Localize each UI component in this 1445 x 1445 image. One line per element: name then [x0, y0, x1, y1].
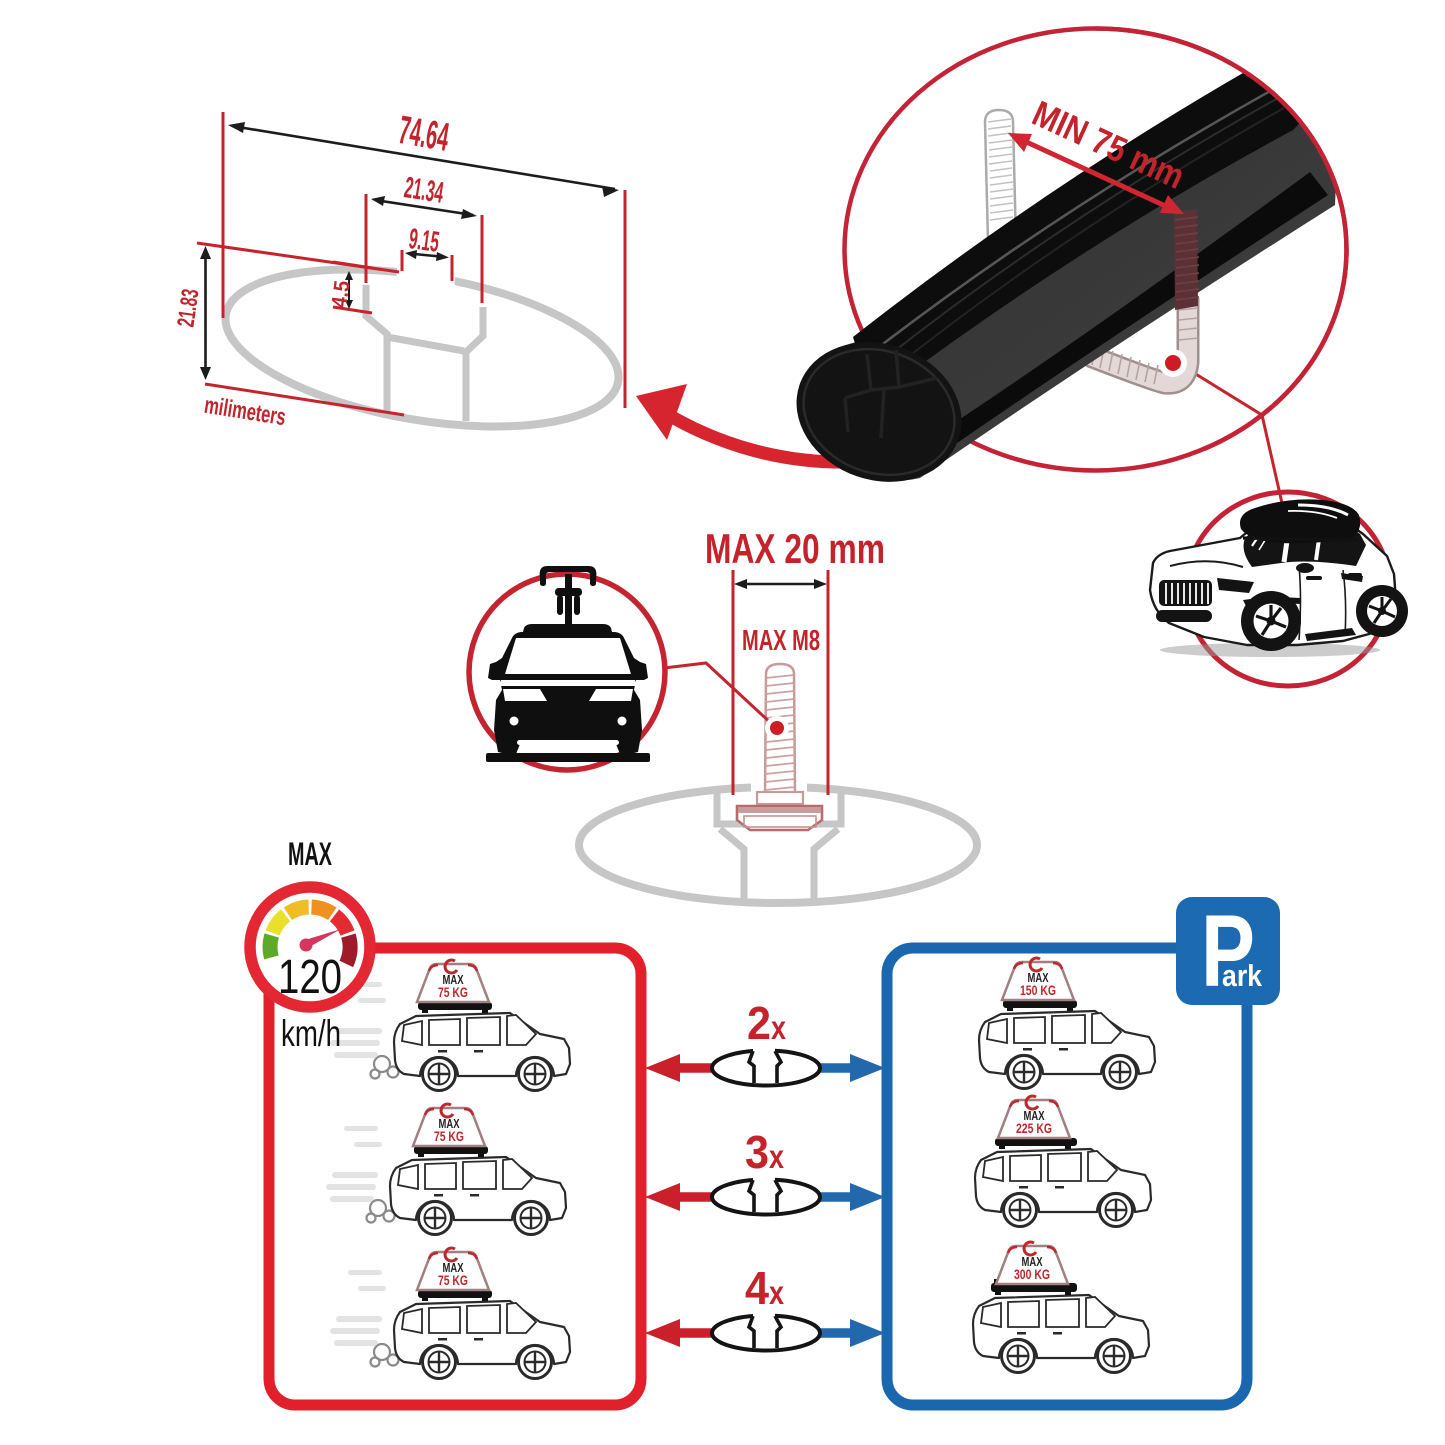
- svg-text:3: 3: [745, 1126, 769, 1178]
- svg-text:MAX: MAX: [288, 836, 332, 872]
- svg-text:9.15: 9.15: [407, 223, 441, 259]
- svg-text:21.83: 21.83: [172, 287, 204, 328]
- svg-text:ark: ark: [1222, 958, 1263, 993]
- svg-text:MAX M8: MAX M8: [742, 625, 820, 657]
- svg-text:4: 4: [745, 1262, 769, 1314]
- svg-text:21.34: 21.34: [402, 171, 446, 210]
- svg-text:2: 2: [747, 997, 771, 1049]
- svg-text:74.64: 74.64: [396, 108, 453, 160]
- svg-text:x: x: [769, 1138, 785, 1175]
- svg-text:MAX: MAX: [443, 973, 464, 987]
- svg-text:MAX: MAX: [1022, 1255, 1043, 1269]
- svg-text:75 KG: 75 KG: [434, 1128, 464, 1144]
- svg-text:km/h: km/h: [281, 1013, 341, 1054]
- svg-text:x: x: [769, 1274, 785, 1311]
- svg-text:P: P: [1201, 894, 1255, 1008]
- svg-text:4.5: 4.5: [326, 279, 355, 309]
- svg-text:150 KG: 150 KG: [1020, 982, 1056, 998]
- svg-text:x: x: [771, 1009, 787, 1046]
- svg-text:75 KG: 75 KG: [438, 984, 468, 1000]
- svg-text:300 KG: 300 KG: [1014, 1266, 1050, 1282]
- svg-text:120: 120: [278, 951, 342, 1004]
- svg-text:MAX 20 mm: MAX 20 mm: [705, 525, 885, 572]
- svg-text:225 KG: 225 KG: [1016, 1120, 1052, 1136]
- svg-text:MAX: MAX: [439, 1117, 460, 1131]
- svg-text:MAX: MAX: [1028, 971, 1049, 985]
- svg-text:MAX: MAX: [443, 1261, 464, 1275]
- svg-text:75 KG: 75 KG: [438, 1272, 468, 1288]
- svg-text:MAX: MAX: [1024, 1109, 1045, 1123]
